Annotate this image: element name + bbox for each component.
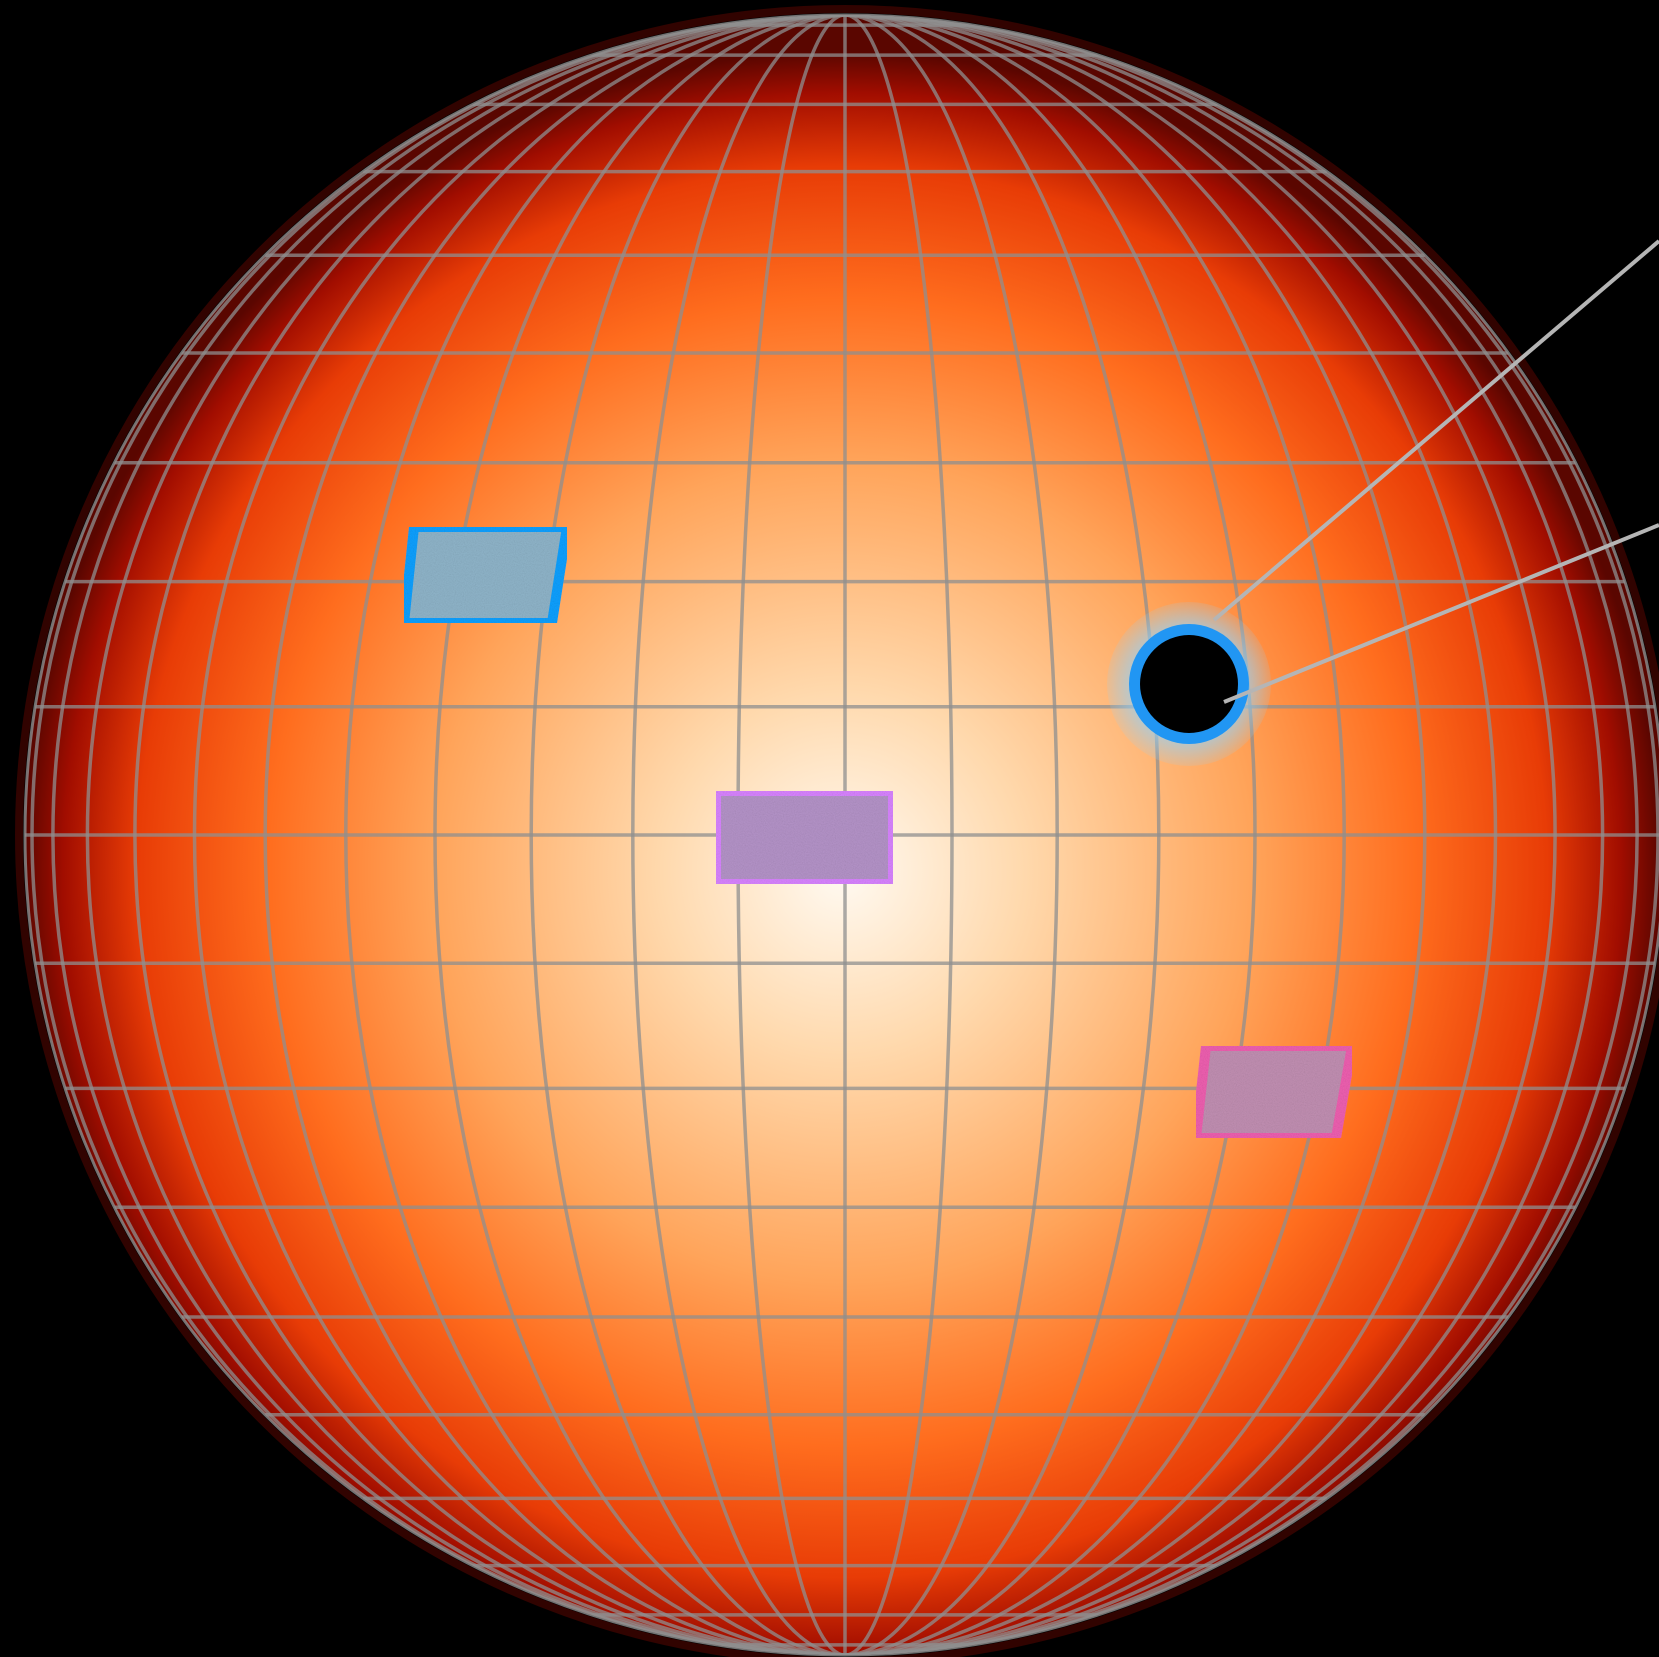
star-glow xyxy=(15,5,1659,1657)
patch-blue xyxy=(398,522,573,628)
patch-violet xyxy=(711,786,898,889)
pointer-line-upper xyxy=(1212,239,1659,622)
star-rim xyxy=(23,13,1659,1657)
patch-pink xyxy=(1190,1041,1358,1143)
planet-body xyxy=(1140,635,1238,733)
transiting-planet xyxy=(1107,602,1271,766)
pointer-lines xyxy=(1212,239,1659,704)
pointer-line-lower xyxy=(1223,523,1659,704)
surface-patches xyxy=(398,522,1358,1143)
